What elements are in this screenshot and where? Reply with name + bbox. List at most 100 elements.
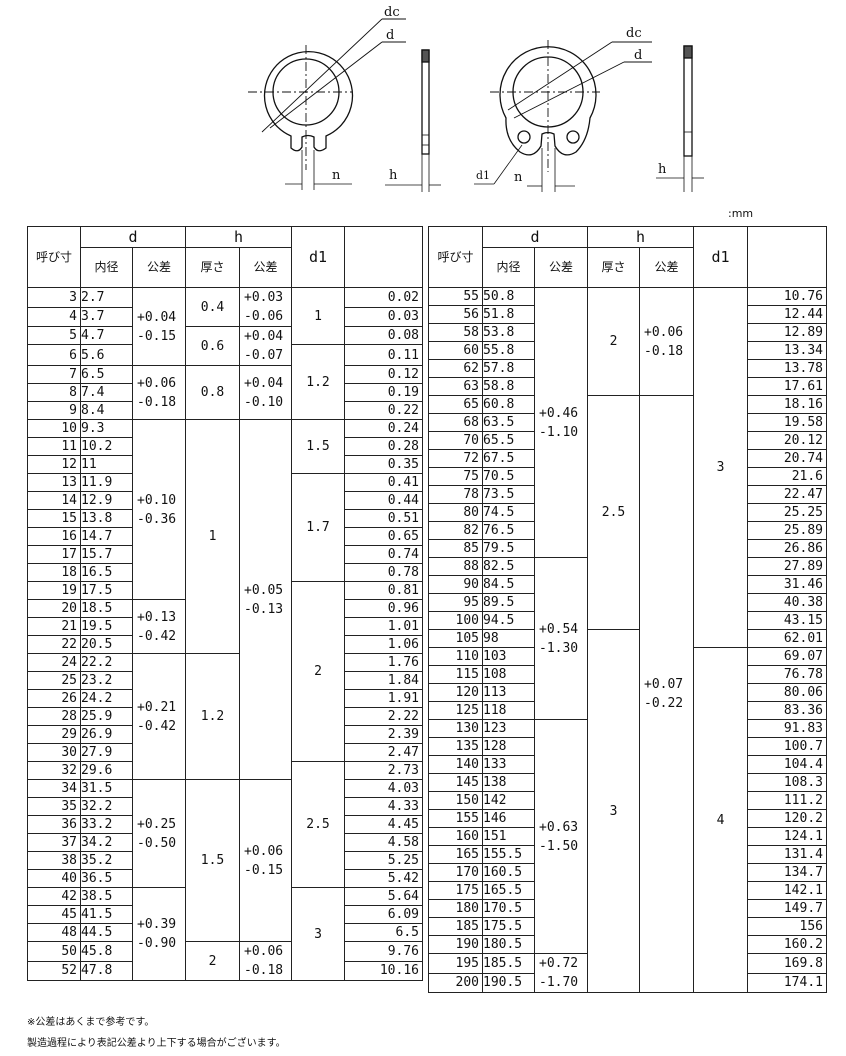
value-cell: 31.46 [747, 575, 827, 594]
tolerance-plus: +0.46 [539, 405, 579, 421]
d-tolerance-cell: +0.13-0.42 [132, 599, 186, 654]
value-cell: 27.89 [747, 557, 827, 576]
value-cell: 131.4 [747, 845, 827, 864]
tolerance-plus: +0.54 [539, 621, 579, 637]
value-cell: 124.1 [747, 827, 827, 846]
inner-diameter-cell: 33.2 [80, 815, 133, 834]
nominal-size-cell: 13 [27, 473, 81, 492]
nominal-size-cell: 78 [428, 485, 483, 504]
d1-label: d1 [476, 169, 490, 182]
value-cell: 142.1 [747, 881, 827, 900]
value-cell: 2.73 [344, 761, 423, 780]
nominal-size-cell: 180 [428, 899, 483, 918]
inner-diameter-cell: 58.8 [482, 377, 535, 396]
value-cell: 80.06 [747, 683, 827, 702]
value-cell: 83.36 [747, 701, 827, 720]
value-cell: 4.33 [344, 797, 423, 816]
value-cell: 0.11 [344, 344, 423, 366]
value-cell: 0.24 [344, 419, 423, 438]
large-snap-ring-front [474, 40, 704, 192]
tolerance-minus: -0.15 [137, 328, 177, 344]
nominal-size-cell: 56 [428, 305, 483, 324]
inner-diameter-cell: 6.5 [80, 365, 133, 384]
tolerance-minus: -0.06 [244, 309, 284, 324]
tolerance-minus: -0.50 [137, 835, 177, 851]
h-tolerance-header: 公差 [639, 247, 694, 288]
d1-cell: 1.7 [291, 473, 345, 582]
h-tolerance-header: 公差 [239, 247, 292, 288]
tolerance-plus: +0.63 [539, 819, 579, 835]
h-tolerance-cell: +0.03-0.06 [239, 287, 292, 327]
nominal-size-cell: 140 [428, 755, 483, 774]
inner-diameter-cell: 23.2 [80, 671, 133, 690]
inner-diameter-cell: 25.9 [80, 707, 133, 726]
nominal-size-cell: 40 [27, 869, 81, 888]
nominal-size-cell: 170 [428, 863, 483, 882]
nominal-size-cell: 7 [27, 365, 81, 384]
d1-header: d1 [291, 226, 345, 288]
nominal-size-cell: 90 [428, 575, 483, 594]
nominal-size-cell: 130 [428, 719, 483, 738]
value-cell: 160.2 [747, 935, 827, 954]
value-cell: 0.81 [344, 581, 423, 600]
inner-diameter-cell: 63.5 [482, 413, 535, 432]
nominal-size-cell: 160 [428, 827, 483, 846]
nominal-size-cell: 28 [27, 707, 81, 726]
nominal-size-cell: 26 [27, 689, 81, 708]
thickness-cell: 3 [587, 629, 640, 993]
nominal-size-cell: 88 [428, 557, 483, 576]
nominal-size-cell: 50 [27, 941, 81, 962]
nominal-size-cell: 17 [27, 545, 81, 564]
thickness-cell: 2 [185, 941, 240, 981]
value-cell: 0.03 [344, 306, 423, 327]
nominal-size-cell: 185 [428, 917, 483, 936]
inner-diameter-cell: 165.5 [482, 881, 535, 900]
h-tolerance-cell: +0.06-0.15 [239, 779, 292, 942]
n-label-2: n [514, 170, 523, 185]
d-tolerance-cell: +0.25-0.50 [132, 779, 186, 888]
inner-diameter-cell: 18.5 [80, 599, 133, 618]
value-cell: 10.76 [747, 287, 827, 306]
d-tolerance-cell: +0.54-1.30 [534, 557, 588, 720]
inner-diameter-cell: 16.5 [80, 563, 133, 582]
tolerance-plus: +0.05 [244, 582, 284, 598]
unlabeled-column-header [747, 226, 827, 288]
h-tolerance-cell: +0.04-0.07 [239, 326, 292, 366]
inner-dia-header: 内径 [482, 247, 535, 288]
value-cell: 120.2 [747, 809, 827, 828]
tolerance-plus: +0.06 [644, 324, 684, 340]
nominal-size-cell: 80 [428, 503, 483, 522]
tolerance-plus: +0.06 [244, 843, 284, 859]
nominal-size-cell: 4 [27, 306, 81, 327]
inner-diameter-cell: 3.7 [80, 306, 133, 327]
nominal-size-cell: 29 [27, 725, 81, 744]
value-cell: 20.74 [747, 449, 827, 468]
inner-diameter-cell: 50.8 [482, 287, 535, 306]
nominal-size-cell: 48 [27, 923, 81, 942]
inner-diameter-cell: 9.3 [80, 419, 133, 438]
value-cell: 1.84 [344, 671, 423, 690]
nominal-size-cell: 68 [428, 413, 483, 432]
tolerance-minus: -0.18 [644, 343, 684, 359]
inner-diameter-cell: 17.5 [80, 581, 133, 600]
